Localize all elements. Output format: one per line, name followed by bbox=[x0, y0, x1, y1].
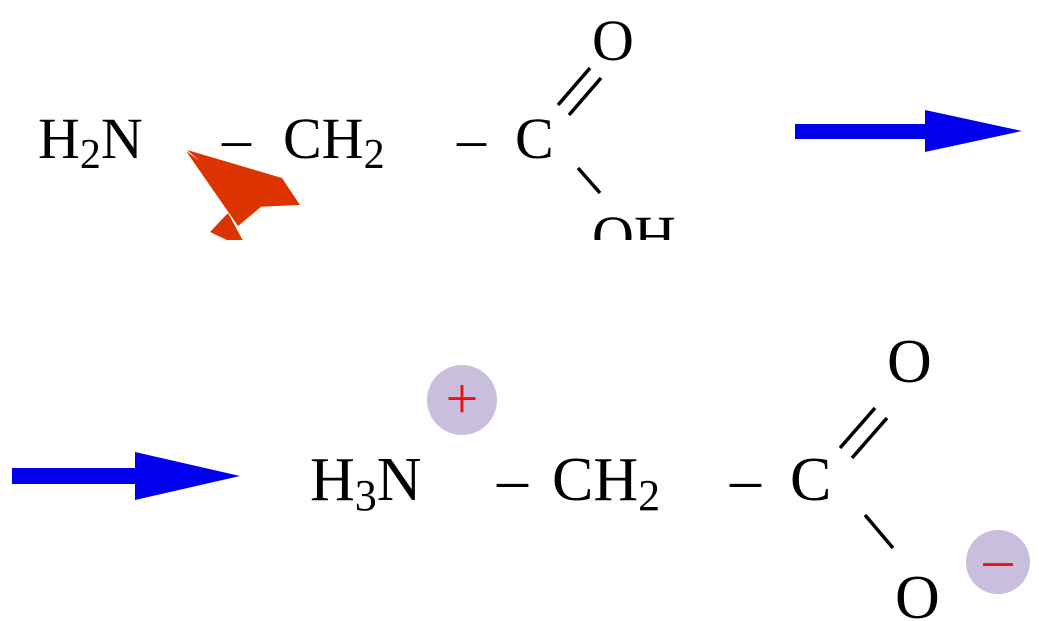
top-bond-2: – bbox=[456, 106, 487, 171]
bottom-bond-2: – bbox=[729, 446, 762, 514]
top-amine-subscript: 2 bbox=[80, 132, 101, 178]
top-methylene-ch: CH bbox=[283, 106, 364, 171]
bottom-bond-1: – bbox=[496, 446, 529, 514]
bottom-double-bond-line-1 bbox=[838, 406, 877, 450]
bottom-carbonyl-oxygen: O bbox=[887, 328, 932, 396]
bottom-molecule: H3N – CH2 – C O O + – bbox=[310, 328, 1030, 621]
electron-pair-arrow bbox=[186, 150, 300, 240]
bottom-amine-group: H3N bbox=[310, 446, 422, 520]
bottom-single-bond-o bbox=[863, 513, 895, 550]
reaction-arrow-top bbox=[795, 110, 1022, 152]
top-hydroxyl: OH bbox=[592, 204, 676, 269]
bottom-double-bond-line-2 bbox=[850, 416, 889, 460]
positive-charge-badge: + bbox=[427, 365, 497, 435]
bottom-amine-h: H bbox=[310, 446, 355, 514]
bottom-methylene-subscript: 2 bbox=[638, 471, 660, 520]
top-carbonyl-oxygen: O bbox=[592, 8, 634, 73]
top-double-bond-line-1 bbox=[556, 66, 592, 107]
top-methylene-subscript: 2 bbox=[364, 132, 385, 178]
bottom-carbon: C bbox=[790, 446, 831, 514]
bottom-methylene-ch: CH bbox=[552, 446, 638, 514]
top-methylene-group: CH2 bbox=[283, 106, 385, 178]
reaction-arrow-bottom bbox=[12, 452, 240, 500]
positive-charge-sign: + bbox=[446, 366, 479, 431]
bottom-amine-subscript: 3 bbox=[355, 471, 377, 520]
top-amine-h: H bbox=[38, 106, 80, 171]
top-amine-group: H2N bbox=[38, 106, 143, 178]
negative-charge-sign: – bbox=[983, 526, 1014, 591]
top-molecule: H2N – CH2 – C O OH bbox=[38, 8, 676, 269]
bottom-amine-n: N bbox=[377, 446, 422, 514]
bottom-methylene-group: CH2 bbox=[552, 446, 660, 520]
top-carbon: C bbox=[515, 106, 554, 171]
bottom-carboxylate-oxygen: O bbox=[895, 564, 940, 621]
top-single-bond-oh bbox=[576, 166, 602, 195]
top-double-bond-line-2 bbox=[567, 76, 603, 117]
top-amine-n: N bbox=[101, 106, 143, 171]
negative-charge-badge: – bbox=[966, 526, 1030, 594]
top-bond-1: – bbox=[221, 106, 252, 171]
